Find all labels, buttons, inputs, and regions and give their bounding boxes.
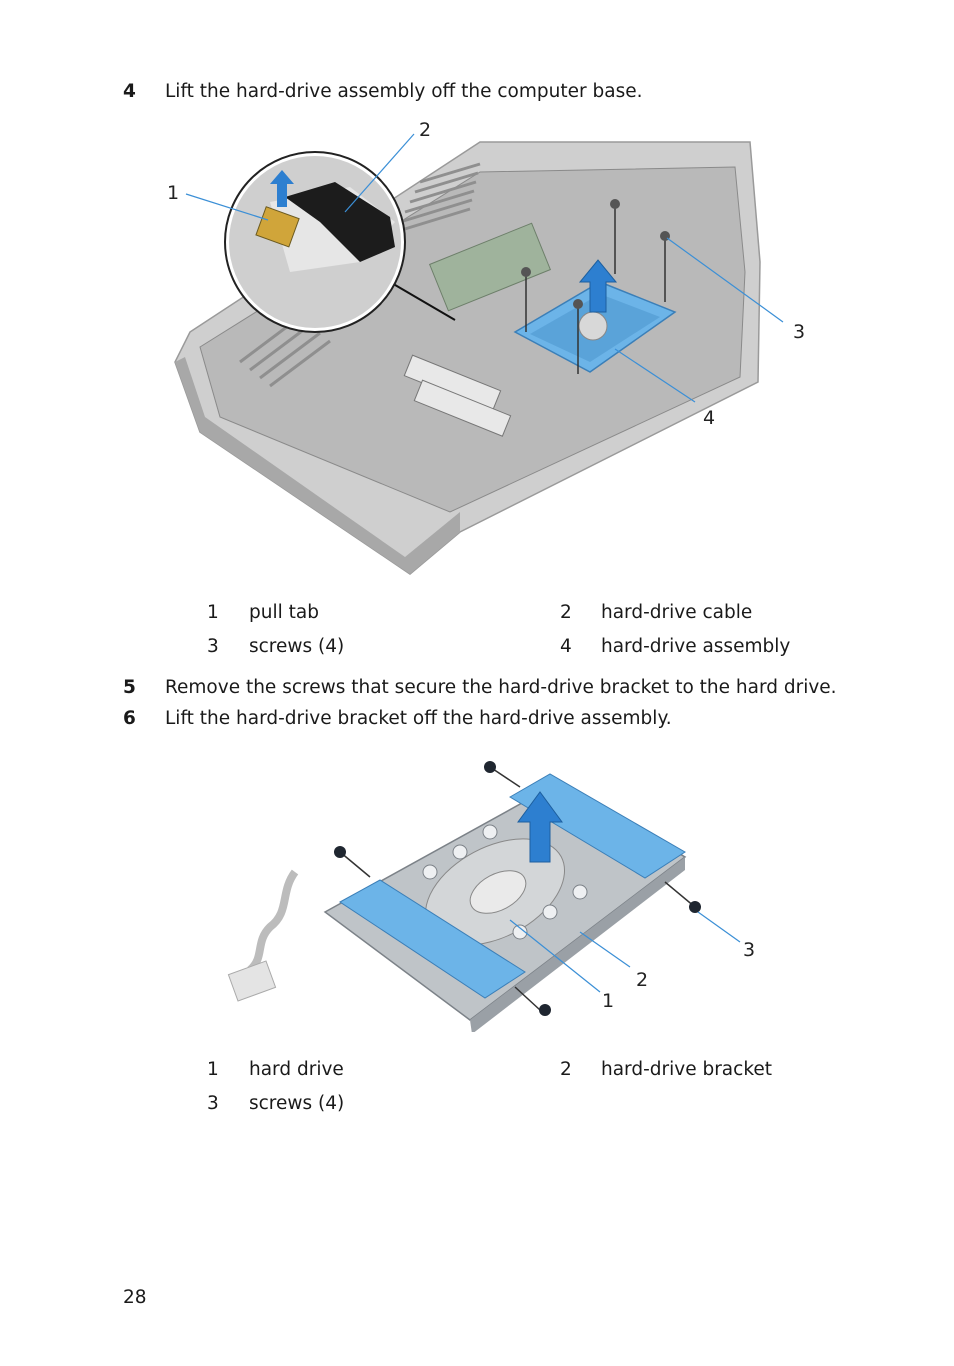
step-text: Lift the hard-drive bracket off the hard… <box>165 708 672 729</box>
step-text: Lift the hard-drive assembly off the com… <box>165 81 643 102</box>
legend-label: hard-drive cable <box>601 602 753 623</box>
callout-2: 2 <box>419 119 431 141</box>
legend-label: hard-drive bracket <box>601 1059 773 1080</box>
step-text: Remove the screws that secure the hard-d… <box>165 677 837 698</box>
legend-number: 3 <box>207 1093 219 1114</box>
callout-2: 2 <box>636 969 648 991</box>
legend-number: 1 <box>207 1059 219 1080</box>
legend-number: 1 <box>207 602 219 623</box>
figure-hard-drive-bracket: 3 2 1 <box>220 752 790 1032</box>
step-number: 4 <box>123 81 136 102</box>
legend-number: 2 <box>560 602 572 623</box>
legend-label: hard drive <box>249 1059 344 1080</box>
callout-4: 4 <box>703 407 715 429</box>
legend-number: 4 <box>560 636 572 657</box>
legend-label: hard-drive assembly <box>601 636 791 657</box>
callout-1: 1 <box>602 990 614 1012</box>
figure-laptop-base: 1 2 3 4 <box>160 112 820 582</box>
legend-number: 2 <box>560 1059 572 1080</box>
legend-number: 3 <box>207 636 219 657</box>
laptop-base-illustration: 1 2 3 4 <box>167 119 805 575</box>
legend-label: pull tab <box>249 602 319 623</box>
step-number: 6 <box>123 708 136 729</box>
hard-drive-bracket-illustration: 3 2 1 <box>227 761 755 1032</box>
step-number: 5 <box>123 677 136 698</box>
callout-1: 1 <box>167 182 179 204</box>
page-number: 28 <box>123 1287 147 1308</box>
legend-label: screws (4) <box>249 636 345 657</box>
legend-label: screws (4) <box>249 1093 345 1114</box>
callout-3: 3 <box>743 939 755 961</box>
callout-3: 3 <box>793 321 805 343</box>
